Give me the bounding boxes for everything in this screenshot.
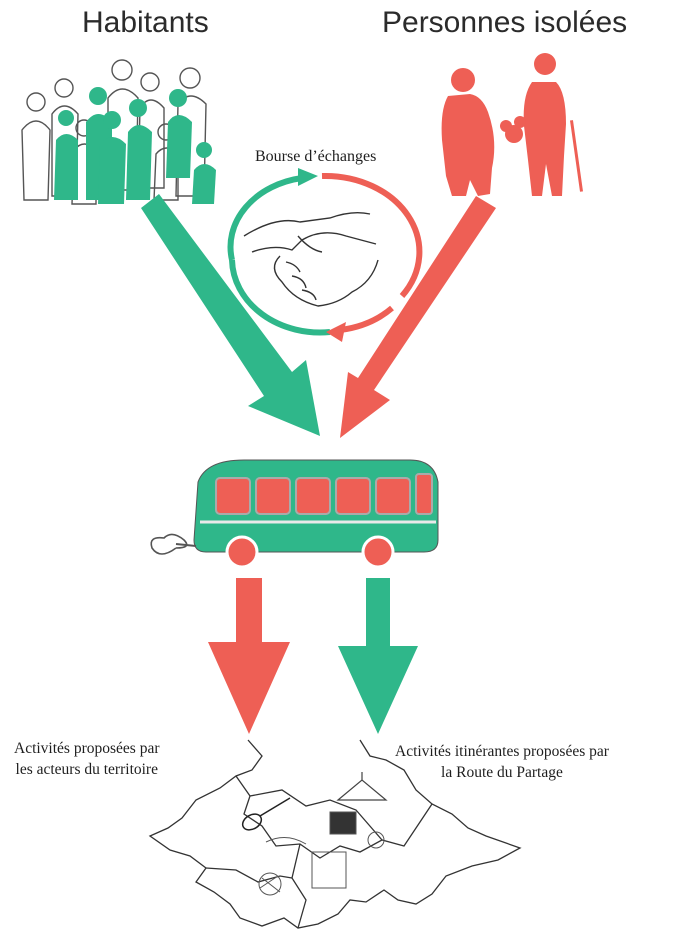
isolated-people-heading: Personnes isolées [382,6,628,39]
circus-tent-icon [336,772,388,801]
local-actors-line-1: Activités proposées par [14,740,160,757]
bus-icon [150,459,439,569]
people-crowd-icon [21,59,216,205]
itinerant-line-1: Activités itinérantes proposées par [395,743,609,760]
red-arrow-to-activities [208,578,290,734]
guitar-icon [241,797,291,831]
exchange-label: Bourse d’échanges [255,148,377,165]
exchange-cycle [227,168,423,342]
local-actors-activities-label: Activités proposées par les acteurs du t… [14,738,160,780]
handshake-icon [243,211,379,307]
green-arrow-to-activities [338,578,418,734]
elderly-couple-icon [441,53,583,196]
yarn-icon [258,872,282,896]
residents-heading: Habitants [82,6,209,39]
green-arrow-to-bus [141,194,320,436]
local-actors-line-2: les acteurs du territoire [15,761,158,778]
red-arrow-to-bus [340,196,496,438]
map-icon [148,739,522,929]
itinerant-line-2: la Route du Partage [441,764,563,781]
activity-icons [265,811,385,889]
itinerant-activities-label: Activités itinérantes proposées par la R… [395,741,609,783]
